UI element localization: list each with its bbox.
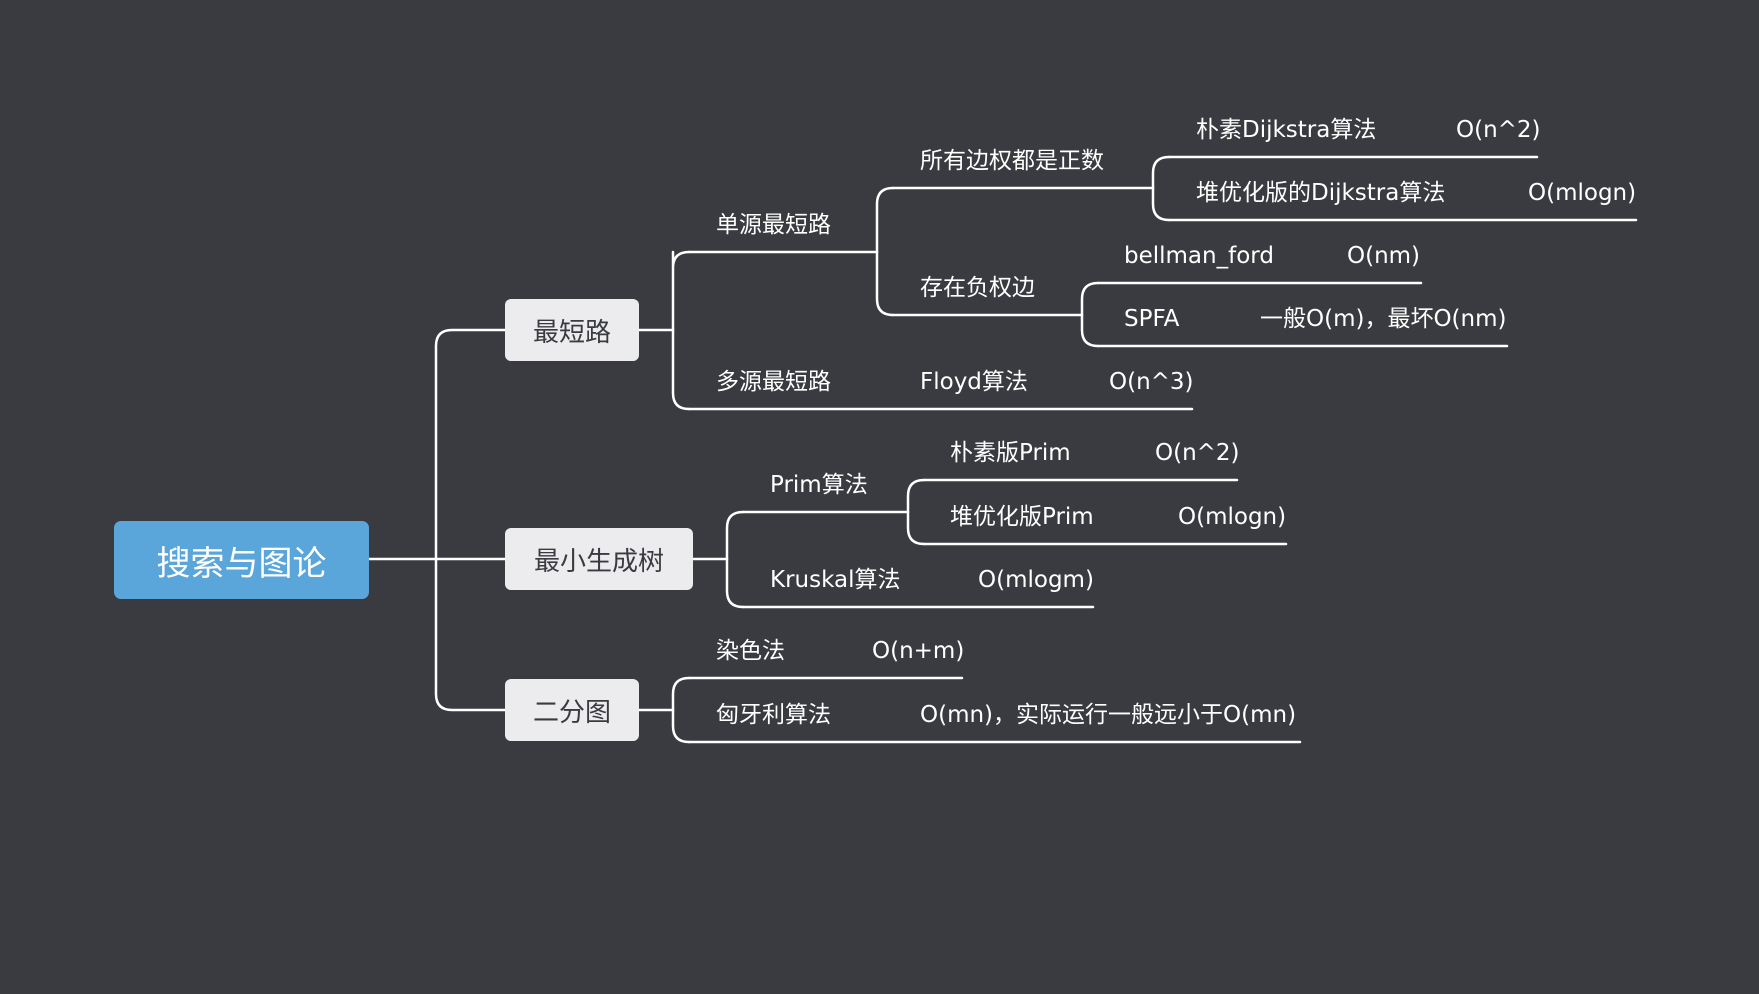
node-multi-source[interactable]: 多源最短路 bbox=[716, 369, 831, 395]
complexity-naive-dijkstra: O(n^2) bbox=[1456, 117, 1541, 143]
node-mst[interactable]: 最小生成树 bbox=[505, 528, 693, 590]
root-node[interactable]: 搜索与图论 bbox=[114, 521, 369, 599]
node-hungarian[interactable]: 匈牙利算法 bbox=[716, 702, 831, 728]
node-shortest-path[interactable]: 最短路 bbox=[505, 299, 639, 361]
node-heap-dijkstra[interactable]: 堆优化版的Dijkstra算法 bbox=[1196, 180, 1446, 206]
link-mst-spine bbox=[725, 510, 745, 609]
node-bellman-ford[interactable]: bellman_ford bbox=[1124, 243, 1274, 269]
complexity-heap-dijkstra: O(mlogn) bbox=[1528, 180, 1637, 206]
node-single-source[interactable]: 单源最短路 bbox=[716, 212, 831, 238]
complexity-spfa: 一般O(m)，最坏O(nm) bbox=[1260, 306, 1507, 332]
complexity-heap-prim: O(mlogn) bbox=[1178, 504, 1287, 530]
node-floyd[interactable]: Floyd算法 bbox=[920, 369, 1028, 395]
node-heap-prim[interactable]: 堆优化版Prim bbox=[950, 504, 1094, 530]
complexity-coloring: O(n+m) bbox=[872, 638, 965, 664]
link-negative-spine bbox=[1080, 281, 1100, 348]
node-naive-prim[interactable]: 朴素版Prim bbox=[950, 440, 1071, 466]
link-positive-spine bbox=[1151, 155, 1171, 222]
node-bipartite[interactable]: 二分图 bbox=[505, 679, 639, 741]
link-root-spine bbox=[434, 328, 507, 712]
link-prim-spine bbox=[906, 478, 926, 546]
complexity-bellman-ford: O(nm) bbox=[1347, 243, 1421, 269]
node-negative[interactable]: 存在负权边 bbox=[920, 275, 1035, 301]
node-naive-dijkstra[interactable]: 朴素Dijkstra算法 bbox=[1196, 117, 1377, 143]
link-shortest-spine bbox=[671, 250, 691, 411]
link-bipartite-spine bbox=[671, 676, 691, 744]
complexity-kruskal: O(mlogm) bbox=[978, 567, 1094, 593]
link-single-spine bbox=[875, 186, 895, 317]
complexity-naive-prim: O(n^2) bbox=[1155, 440, 1240, 466]
node-all-positive[interactable]: 所有边权都是正数 bbox=[920, 148, 1104, 174]
node-coloring[interactable]: 染色法 bbox=[716, 638, 785, 664]
node-prim[interactable]: Prim算法 bbox=[770, 472, 868, 498]
complexity-floyd: O(n^3) bbox=[1109, 369, 1194, 395]
node-spfa[interactable]: SPFA bbox=[1124, 306, 1180, 332]
node-kruskal[interactable]: Kruskal算法 bbox=[770, 567, 901, 593]
complexity-hungarian: O(mn)，实际运行一般远小于O(mn) bbox=[920, 702, 1297, 728]
